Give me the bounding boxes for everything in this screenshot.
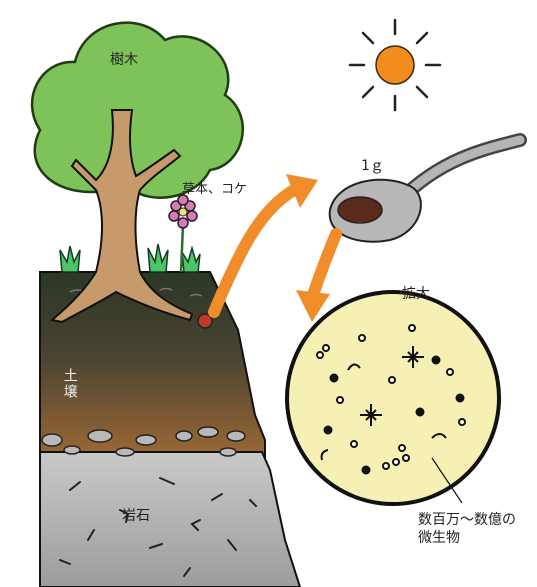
tree-label: 樹木 [110,52,138,69]
arrow-to-magnified [296,234,336,322]
herbs-moss-label: 草本、コケ [182,182,247,198]
rock-layer [40,452,300,587]
sun-icon [350,20,440,110]
microbes-label-line2: 微生物 [418,530,460,547]
one-gram-label: 1ｇ [361,158,384,175]
tree-foliage [32,23,243,198]
magnified-sample [287,292,499,504]
ground-cross-section [40,272,300,587]
rock-label: 岩石 [122,508,150,525]
soil-label: 土壌 [61,368,78,400]
microbes-label-line1: 数百万～数億の [418,512,516,529]
spoon-icon [330,140,520,242]
magnify-label: 拡大 [402,286,430,303]
